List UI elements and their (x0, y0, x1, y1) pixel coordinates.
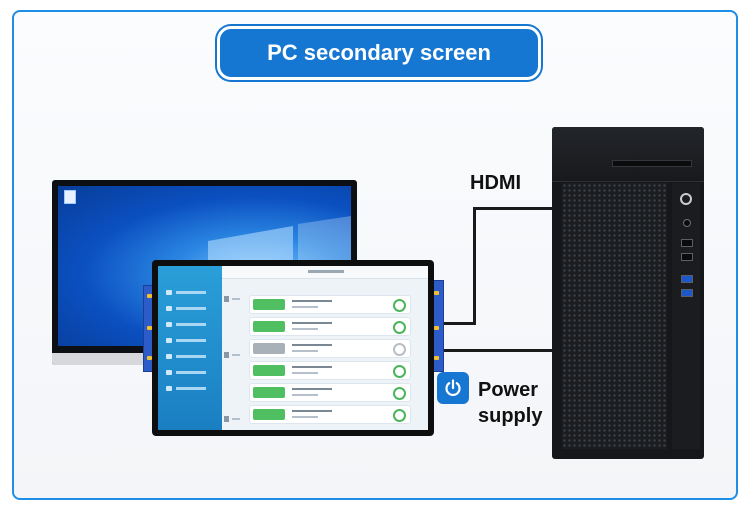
hdmi-cable-horizontal (473, 207, 553, 210)
secondary-touch-screen (152, 260, 434, 436)
hdmi-cable-to-panel (440, 322, 476, 325)
usb3-port-icon (681, 289, 693, 297)
power-label-line1: Power (478, 379, 539, 401)
page-title: PC secondary screen (267, 40, 491, 65)
list-item (250, 340, 410, 357)
power-supply-label: Power supply (478, 377, 542, 429)
power-cable (440, 349, 552, 352)
desktop-icon (64, 190, 76, 204)
touch-screen-display (158, 266, 428, 430)
tower-front-mesh (562, 183, 667, 449)
app-sidebar (158, 266, 222, 430)
title-banner: PC secondary screen (217, 26, 541, 80)
list-item (250, 296, 410, 313)
hdmi-label: HDMI (470, 172, 522, 194)
power-button-icon (680, 193, 692, 205)
optical-drive-slot (612, 160, 692, 167)
tower-io-panel (672, 183, 700, 449)
list-item (250, 406, 410, 423)
list-item (250, 384, 410, 401)
hdmi-cable-vertical (473, 207, 476, 325)
power-icon (437, 372, 469, 404)
list-item (250, 318, 410, 335)
usb3-port-icon (681, 275, 693, 283)
usb-port-icon (681, 239, 693, 247)
usb-port-icon (681, 253, 693, 261)
list-item (250, 362, 410, 379)
power-label-line2: supply (478, 405, 543, 427)
app-header (222, 266, 428, 279)
audio-jack-icon (683, 219, 691, 227)
tower-top-panel (552, 127, 704, 182)
desktop-tower-pc (552, 127, 704, 459)
